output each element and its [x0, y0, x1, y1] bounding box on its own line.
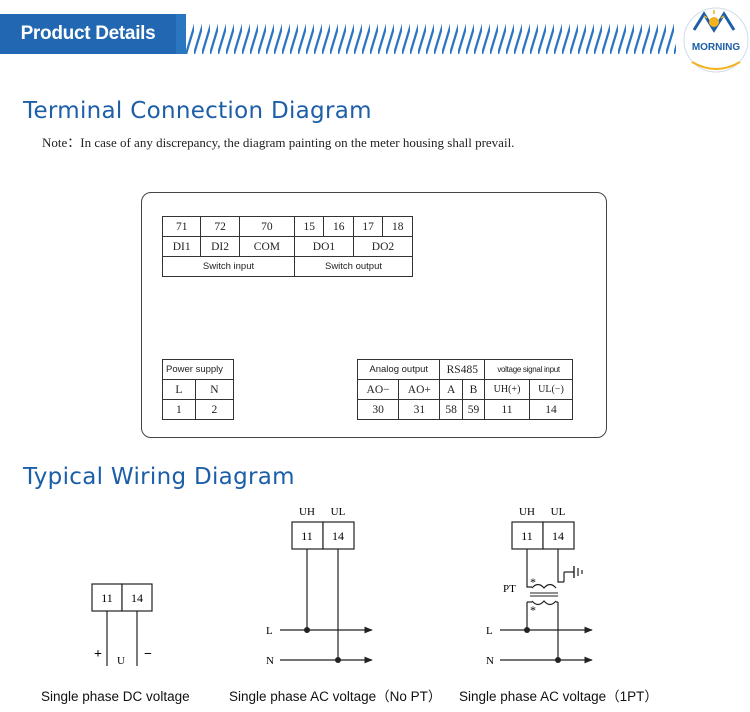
terminal-signal: DO1 [294, 236, 354, 257]
pt-label: PT [503, 583, 516, 595]
ul-label: UL [331, 506, 346, 518]
terminal-label: 14 [552, 529, 564, 543]
ul-label: UL [551, 506, 566, 518]
terminal-label: 14 [131, 591, 143, 605]
wiring-heading: Typical Wiring Diagram [23, 464, 295, 490]
terminal-label: 11 [521, 529, 533, 543]
line-l-label: L [266, 625, 273, 637]
switch-terminal-table: 71 72 70 15 16 17 18 DI1 DI2 COM DO1 DO2… [161, 216, 414, 277]
source-label: U [117, 655, 125, 667]
terminal-number: 17 [352, 216, 384, 237]
terminal-panel [141, 192, 607, 438]
terminal-label: 11 [101, 591, 113, 605]
dc-wiring-diagram: 11 14 + − U [91, 583, 153, 667]
discrepancy-note: Note：In case of any discrepancy, the dia… [42, 135, 515, 150]
line-n-label: N [486, 655, 494, 667]
transformer-coil-icon [531, 583, 557, 589]
ac-pt-caption: Single phase AC voltage（1PT） [459, 689, 658, 704]
terminal-box [542, 521, 575, 550]
uh-label: UH [299, 506, 315, 518]
terminal-signal: UL(−) [528, 379, 574, 400]
terminal-group: Switch output [294, 256, 413, 277]
rs485-header: RS485 [439, 359, 486, 380]
plus-sign: + [94, 647, 102, 662]
power-supply-table: Power supply L N 1 2 [162, 359, 235, 420]
terminal-number: 30 [356, 399, 400, 420]
terminal-number: 11 [484, 399, 530, 420]
morning-logo-icon [683, 7, 749, 73]
terminal-box [322, 521, 355, 550]
polarity-mark: * [530, 603, 536, 617]
header-stripes [186, 14, 676, 54]
line-n-label: N [266, 655, 274, 667]
terminal-group: Switch input [161, 256, 296, 277]
product-details-title: Product Details [0, 14, 176, 54]
ac-no-pt-wiring-diagram: UH UL 11 14 L N [266, 506, 373, 667]
terminal-heading: Terminal Connection Diagram [23, 98, 372, 124]
io-terminal-table: Analog output RS485 voltage signal input… [356, 359, 574, 420]
dc-caption: Single phase DC voltage [41, 689, 190, 704]
transformer-coil-icon [531, 600, 557, 606]
uh-label: UH [519, 506, 535, 518]
terminal-number: 14 [528, 399, 574, 420]
terminal-label: 14 [332, 529, 344, 543]
stripe-pattern [186, 14, 676, 54]
terminal-label: 11 [301, 529, 313, 543]
terminal-signal: B [461, 379, 486, 400]
polarity-mark: * [530, 575, 536, 589]
ac-no-pt-caption: Single phase AC voltage（No PT） [229, 689, 442, 704]
terminal-number: 2 [194, 399, 235, 420]
ac-pt-wiring-diagram: UH UL 11 14 * * PT L N [486, 506, 593, 667]
line-l-label: L [486, 625, 493, 637]
minus-sign: − [144, 647, 152, 662]
terminal-number: 59 [461, 399, 486, 420]
terminal-signal: AO+ [398, 379, 441, 400]
logo-text: MORNING [691, 42, 741, 53]
